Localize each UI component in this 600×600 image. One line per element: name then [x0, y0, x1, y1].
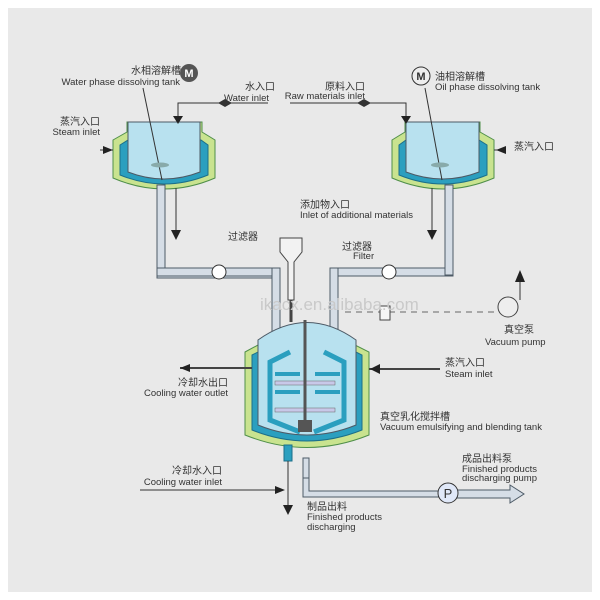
- vacuum-pump-label-en: Vacuum pump: [485, 337, 546, 348]
- raw-inlet-label-en: Raw materials inlet: [285, 91, 366, 102]
- additional-label-en: Inlet of additional materials: [300, 210, 413, 221]
- raw-inlet-label-zh: 原料入口: [325, 80, 365, 93]
- motor-label: M: [416, 71, 425, 83]
- cooling-out-label-en: Cooling water outlet: [144, 388, 228, 399]
- pump-label-en-1: Finished products: [462, 464, 537, 475]
- pump-label-zh: 成品出料泵: [462, 452, 512, 465]
- steam-left-label-en: Steam inlet: [52, 127, 100, 138]
- motor-label: M: [184, 68, 193, 80]
- discharge-label-en-1: Finished products: [307, 512, 382, 523]
- water-tank-label-zh: 水相溶解槽: [131, 64, 181, 77]
- cooling-in-label-en: Cooling water inlet: [144, 477, 223, 488]
- filter-right-label-en: Filter: [353, 251, 374, 262]
- steam-left-label-zh: 蒸汽入口: [60, 115, 100, 128]
- filter-icon: [381, 264, 397, 280]
- main-tank-label-zh: 真空乳化搅拌槽: [380, 410, 450, 423]
- water-inlet-label-zh: 水入口: [245, 81, 275, 93]
- additional-label-zh: 添加物入口: [300, 198, 350, 211]
- additional-materials-funnel: [279, 237, 303, 301]
- filter-right-label-zh: 过滤器: [342, 240, 372, 253]
- discharge-pump-icon: [437, 482, 459, 504]
- discharge-label-en-2: discharging: [307, 522, 356, 533]
- water-inlet-label-en: Water inlet: [224, 93, 269, 104]
- vacuum-emulsifying-tank: [244, 320, 370, 462]
- pump-label-en-2: discharging pump: [462, 473, 537, 484]
- water-tank-label-en: Water phase dissolving tank: [62, 77, 181, 88]
- vacuum-pump-icon: [497, 296, 519, 318]
- motor-icon: [180, 64, 198, 82]
- steam-right-label-zh: 蒸汽入口: [514, 140, 554, 153]
- water-inlet-line: [177, 102, 268, 118]
- filter-left-label-zh: 过滤器: [228, 230, 258, 243]
- steam-main-label-en: Steam inlet: [445, 369, 493, 380]
- cooling-in-label-zh: 冷却水入口: [172, 464, 222, 477]
- motor-icon: [411, 66, 431, 86]
- vacuum-filter-icon: [379, 305, 391, 321]
- oil-tank-label-zh: 油相溶解槽: [435, 70, 485, 83]
- oil-phase-tank: [391, 87, 506, 271]
- water-phase-tank: [100, 87, 216, 271]
- watermark: ikacx.en.alibaba.com: [260, 295, 419, 314]
- cooling-out-label-zh: 冷却水出口: [178, 376, 228, 389]
- pump-label: P: [444, 486, 453, 501]
- vacuum-pump-label-zh: 真空泵: [504, 323, 534, 336]
- raw-materials-inlet-line: [290, 102, 407, 118]
- filter-icon: [211, 264, 227, 280]
- steam-main-label-zh: 蒸汽入口: [445, 356, 485, 369]
- discharge-label-zh: 制品出料: [307, 500, 347, 513]
- oil-tank-label-en: Oil phase dissolving tank: [435, 82, 540, 93]
- main-tank-label-en: Vacuum emulsifying and blending tank: [380, 422, 542, 433]
